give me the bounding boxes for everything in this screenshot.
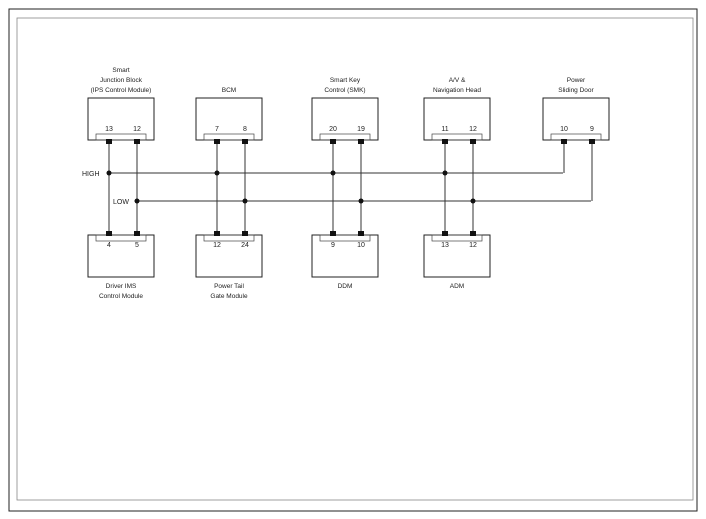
connector-ledge (203, 234, 255, 242)
pin-terminal (561, 139, 567, 144)
pin-terminal (134, 231, 140, 236)
pin-terminal (358, 231, 364, 236)
module-av-navigation-head: A/V & Navigation Head 11 12 (423, 77, 491, 204)
pin-terminal (242, 139, 248, 144)
module-title-line: ADM (450, 283, 464, 290)
junction-dot (442, 170, 448, 176)
connector-ledge (431, 234, 483, 242)
pin-terminal (134, 139, 140, 144)
module-title-line: Control (SMK) (324, 87, 365, 94)
junction-dot (358, 198, 364, 204)
connector-ledge (319, 133, 371, 141)
pin-label: 20 (329, 126, 337, 133)
pin-terminal (442, 231, 448, 236)
pin-terminal (470, 231, 476, 236)
pin-label: 19 (357, 126, 365, 133)
pin-label: 8 (243, 126, 247, 133)
junction-dot (214, 170, 220, 176)
module-box (311, 97, 379, 141)
module-box (423, 234, 491, 278)
module-title-line: DDM (338, 283, 353, 290)
connector-ledge (319, 234, 371, 242)
module-box (195, 234, 263, 278)
module-box (311, 234, 379, 278)
module-driver-ims-control-module: Driver IMS Control Module 4 5 (87, 170, 155, 300)
module-ddm: DDM 9 10 (311, 170, 379, 290)
junction-dot (106, 170, 112, 176)
pin-terminal (358, 139, 364, 144)
pin-label: 12 (133, 126, 141, 133)
pin-label: 24 (241, 242, 249, 249)
connector-ledge (431, 133, 483, 141)
pin-terminal (442, 139, 448, 144)
low-bus-label: LOW (113, 199, 129, 206)
junction-dot (330, 170, 336, 176)
pin-label: 9 (331, 242, 335, 249)
pin-label: 5 (135, 242, 139, 249)
module-box (542, 97, 610, 141)
module-adm: ADM 13 12 (423, 170, 491, 290)
connector-ledge (95, 234, 147, 242)
module-title-line: Driver IMS (106, 283, 137, 290)
pin-label: 4 (107, 242, 111, 249)
module-title-line: Smart (112, 67, 130, 74)
module-box (195, 97, 263, 141)
module-title-line: (IPS Control Module) (91, 87, 152, 94)
module-bcm: BCM 7 8 (195, 87, 263, 204)
module-box (87, 97, 155, 141)
pin-terminal (106, 139, 112, 144)
high-bus-label: HIGH (82, 171, 100, 178)
pin-terminal (330, 231, 336, 236)
pin-terminal (330, 139, 336, 144)
module-title-line: Sliding Door (558, 87, 594, 94)
module-title-line: Smart Key (330, 77, 361, 84)
pin-terminal (589, 139, 595, 144)
pin-label: 12 (469, 126, 477, 133)
module-title-line: BCM (222, 87, 236, 94)
connector-ledge (550, 133, 602, 141)
pin-label: 12 (213, 242, 221, 249)
pin-terminal (214, 139, 220, 144)
pin-label: 13 (441, 242, 449, 249)
pin-terminal (242, 231, 248, 236)
connector-ledge (203, 133, 255, 141)
pin-terminal (470, 139, 476, 144)
module-title-line: Gate Module (210, 293, 248, 300)
module-box (423, 97, 491, 141)
pin-label: 9 (590, 126, 594, 133)
page-border (8, 8, 698, 512)
junction-dot (134, 198, 140, 204)
module-title-line: Power (567, 77, 586, 84)
pin-label: 10 (560, 126, 568, 133)
pin-label: 10 (357, 242, 365, 249)
pin-label: 12 (469, 242, 477, 249)
module-title-line: Control Module (99, 293, 143, 300)
pin-label: 11 (441, 126, 448, 133)
pin-label: 13 (105, 126, 113, 133)
connector-ledge (95, 133, 147, 141)
junction-dot (470, 198, 476, 204)
pin-terminal (106, 231, 112, 236)
module-title-line: A/V & (449, 77, 466, 84)
module-title-line: Power Tail (214, 283, 244, 290)
diagram-border (16, 17, 694, 501)
module-title-line: Junction Block (100, 77, 143, 84)
pin-label: 7 (215, 126, 219, 133)
pin-terminal (214, 231, 220, 236)
junction-dot (242, 198, 248, 204)
module-title-line: Navigation Head (433, 87, 481, 94)
